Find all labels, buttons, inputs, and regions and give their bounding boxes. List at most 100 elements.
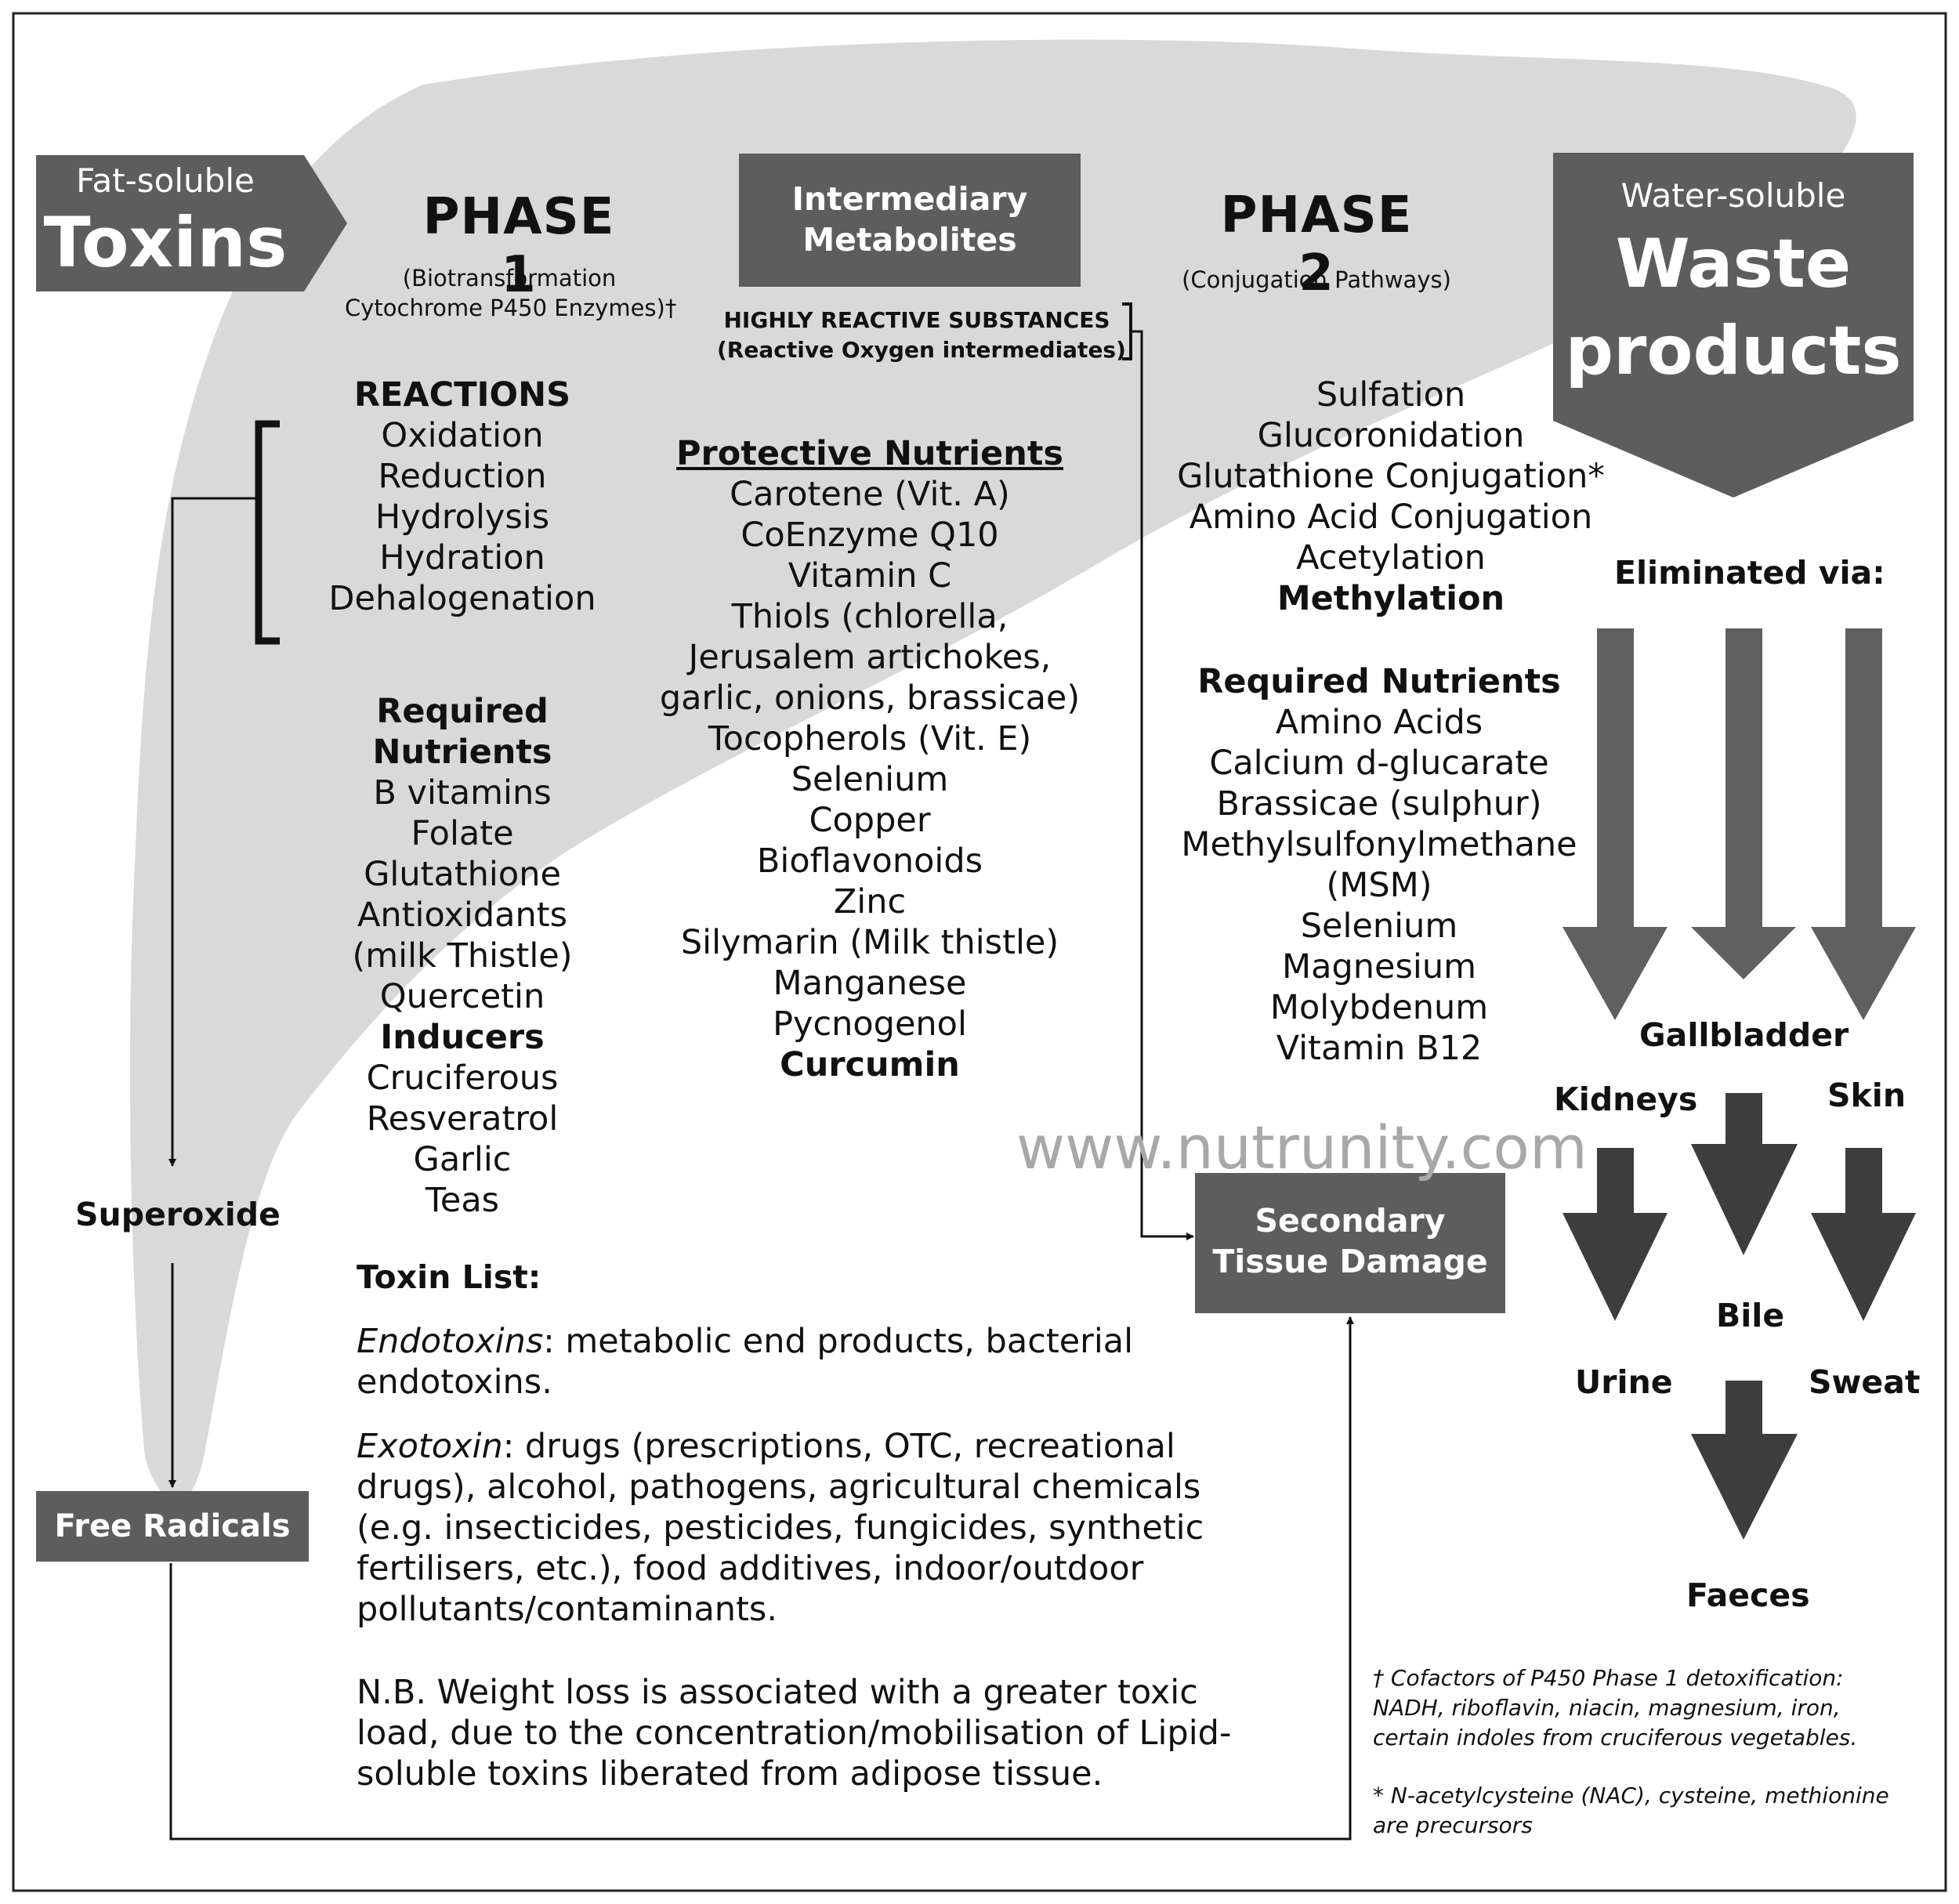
phase1-required-item: B vitamins [373,773,552,813]
phase2-required-item: (MSM) [1326,866,1432,905]
phase1-required-item: Antioxidants [357,896,567,935]
urine-arrow [1562,1148,1668,1321]
footnote-asterisk: * N-acetylcysteine (NAC), cysteine, meth… [1373,1783,1889,1838]
phase1-required-item: Quercetin [379,977,545,1016]
free-radicals-box: Free Radicals [36,1491,309,1562]
intermediary-line2: Metabolites [802,221,1017,259]
protective-item: Carotene (Vit. A) [730,475,1010,514]
faeces-arrow [1691,1381,1798,1540]
phase2-required-item: Methylsulfonylmethane [1181,825,1577,864]
gallbladder-label: Gallbladder [1639,1016,1849,1054]
outer-frame [12,12,1947,1892]
bracket-to-superoxide-line [168,497,259,1167]
reactive-substances: HIGHLY REACTIVE SUBSTANCES (Reactive Oxy… [717,306,1126,365]
endotoxins-text: : metabolic end products, bacterial endo… [357,1322,1134,1402]
phase2-required-item: Molybdenum [1269,988,1489,1027]
protective-item-curcumin: Curcumin [780,1045,960,1084]
phase1-required-heading: Required Nutrients [372,692,552,772]
protective-item: Zinc [833,882,907,921]
intermediary-line1: Intermediary [791,180,1028,218]
protective-item: Pycnogenol [773,1004,967,1044]
phase2-required-heading: Required Nutrients [1197,662,1561,701]
exotoxin-paragraph: Exotoxin: drugs (prescriptions, OTC, rec… [357,1426,1234,1630]
phase1-subtitle-line2: Cytochrome P450 Enzymes)† [345,295,677,321]
protective-item: Manganese [773,964,967,1003]
inducers-list: Inducers Cruciferous Resveratrol Garlic … [321,1017,603,1221]
phase1-bracket [255,420,280,645]
reaction-item: Hydration [379,538,545,577]
intermediary-box: Intermediary Metabolites [739,179,1081,260]
protective-item: Copper [809,801,931,840]
kidneys-arrow [1562,628,1668,1020]
protective-item: CoEnzyme Q10 [741,516,999,555]
pathway-item: Acetylation [1296,538,1486,577]
exotoxin-term: Exotoxin [357,1427,503,1466]
skin-label: Skin [1827,1077,1906,1114]
protective-heading: Protective Nutrients [676,434,1063,473]
skin-arrow [1811,628,1916,1020]
phase1-required-item: Folate [411,814,514,853]
protective-item: Thiols (chlorella, [731,597,1008,636]
superoxide-label: Superoxide [75,1196,281,1233]
protective-item: Bioflavonoids [756,842,983,881]
endotoxins-term: Endotoxins [357,1322,544,1361]
phase2-pathways-list: Sulfation Glucoronidation Glutathione Co… [1160,375,1622,619]
secondary-damage-box-shape [1195,1173,1505,1313]
inducer-item: Resveratrol [366,1099,559,1138]
phase2-required-list: Required Nutrients Amino Acids Calcium d… [1168,661,1591,1069]
bile-arrow [1691,1093,1798,1255]
reactive-line1: HIGHLY REACTIVE SUBSTANCES [723,307,1110,333]
watermark: www.nutrunity.com [1016,1113,1588,1182]
intermediary-box-shape [739,154,1081,287]
protective-item: Jerusalem artichokes, [688,638,1052,677]
reaction-item: Hydrolysis [375,498,550,537]
phase2-subtitle: (Conjugation Pathways) [1182,266,1451,293]
bile-label: Bile [1716,1297,1785,1334]
inducer-item: Garlic [413,1140,512,1179]
secondary-line2: Tissue Damage [1212,1243,1488,1280]
reaction-item: Reduction [378,457,547,496]
reaction-item: Dehalogenation [328,579,596,618]
reactions-heading: REACTIONS [353,375,571,414]
exotoxin-text: : drugs (prescriptions, OTC, recreationa… [357,1427,1204,1629]
waste-arrow-shape [1553,153,1914,498]
phase2-title: PHASE 2 [1220,186,1413,302]
protective-item: Vitamin C [788,556,952,595]
protective-list: Protective Nutrients Carotene (Vit. A) C… [643,433,1097,1085]
reaction-item: Oxidation [381,416,544,455]
reactions-list: REACTIONS Oxidation Reduction Hydrolysis… [290,375,635,619]
gallbladder-arrow [1691,628,1796,979]
protective-item: Tocopherols (Vit. E) [708,719,1032,758]
inducer-item: Teas [425,1181,500,1220]
reactive-to-damage-line [1131,330,1194,1240]
phase2-required-item: Vitamin B12 [1276,1029,1483,1068]
phase2-required-item: Selenium [1300,907,1458,946]
toxins-label: Toxins [43,202,288,283]
toxins-arrow-shape [36,155,347,291]
pathway-item: Glucoronidation [1257,416,1525,455]
inducer-item: Cruciferous [366,1059,559,1098]
nb-paragraph: N.B. Weight loss is associated with a gr… [357,1673,1232,1794]
pathway-item: Amino Acid Conjugation [1189,498,1593,537]
faeces-label: Faeces [1686,1576,1810,1614]
pathway-item-methylation: Methylation [1276,579,1505,618]
phase2-required-item: Brassicae (sulphur) [1216,784,1542,823]
phase2-required-item: Calcium d-glucarate [1209,744,1549,783]
phase2-required-item: Magnesium [1282,947,1476,986]
freeradicals-to-damage-line [169,1316,1354,1841]
pathway-item: Glutathione Conjugation* [1177,457,1605,496]
phase1-title: PHASE 1 [422,188,615,304]
sweat-label: Sweat [1809,1363,1921,1401]
pathway-item: Sulfation [1316,375,1466,414]
waste-label: Waste [1615,225,1852,303]
phase2-required-item: Amino Acids [1275,703,1483,742]
inducers-heading: Inducers [380,1018,545,1057]
phase1-required-item: (milk Thistle) [352,936,573,976]
urine-label: Urine [1575,1363,1673,1401]
phase1-required-item: Glutathione [364,855,561,894]
water-soluble-label: Water-soluble [1620,176,1846,215]
protective-item: garlic, onions, brassicae) [659,679,1081,718]
sweat-arrow [1811,1148,1916,1321]
